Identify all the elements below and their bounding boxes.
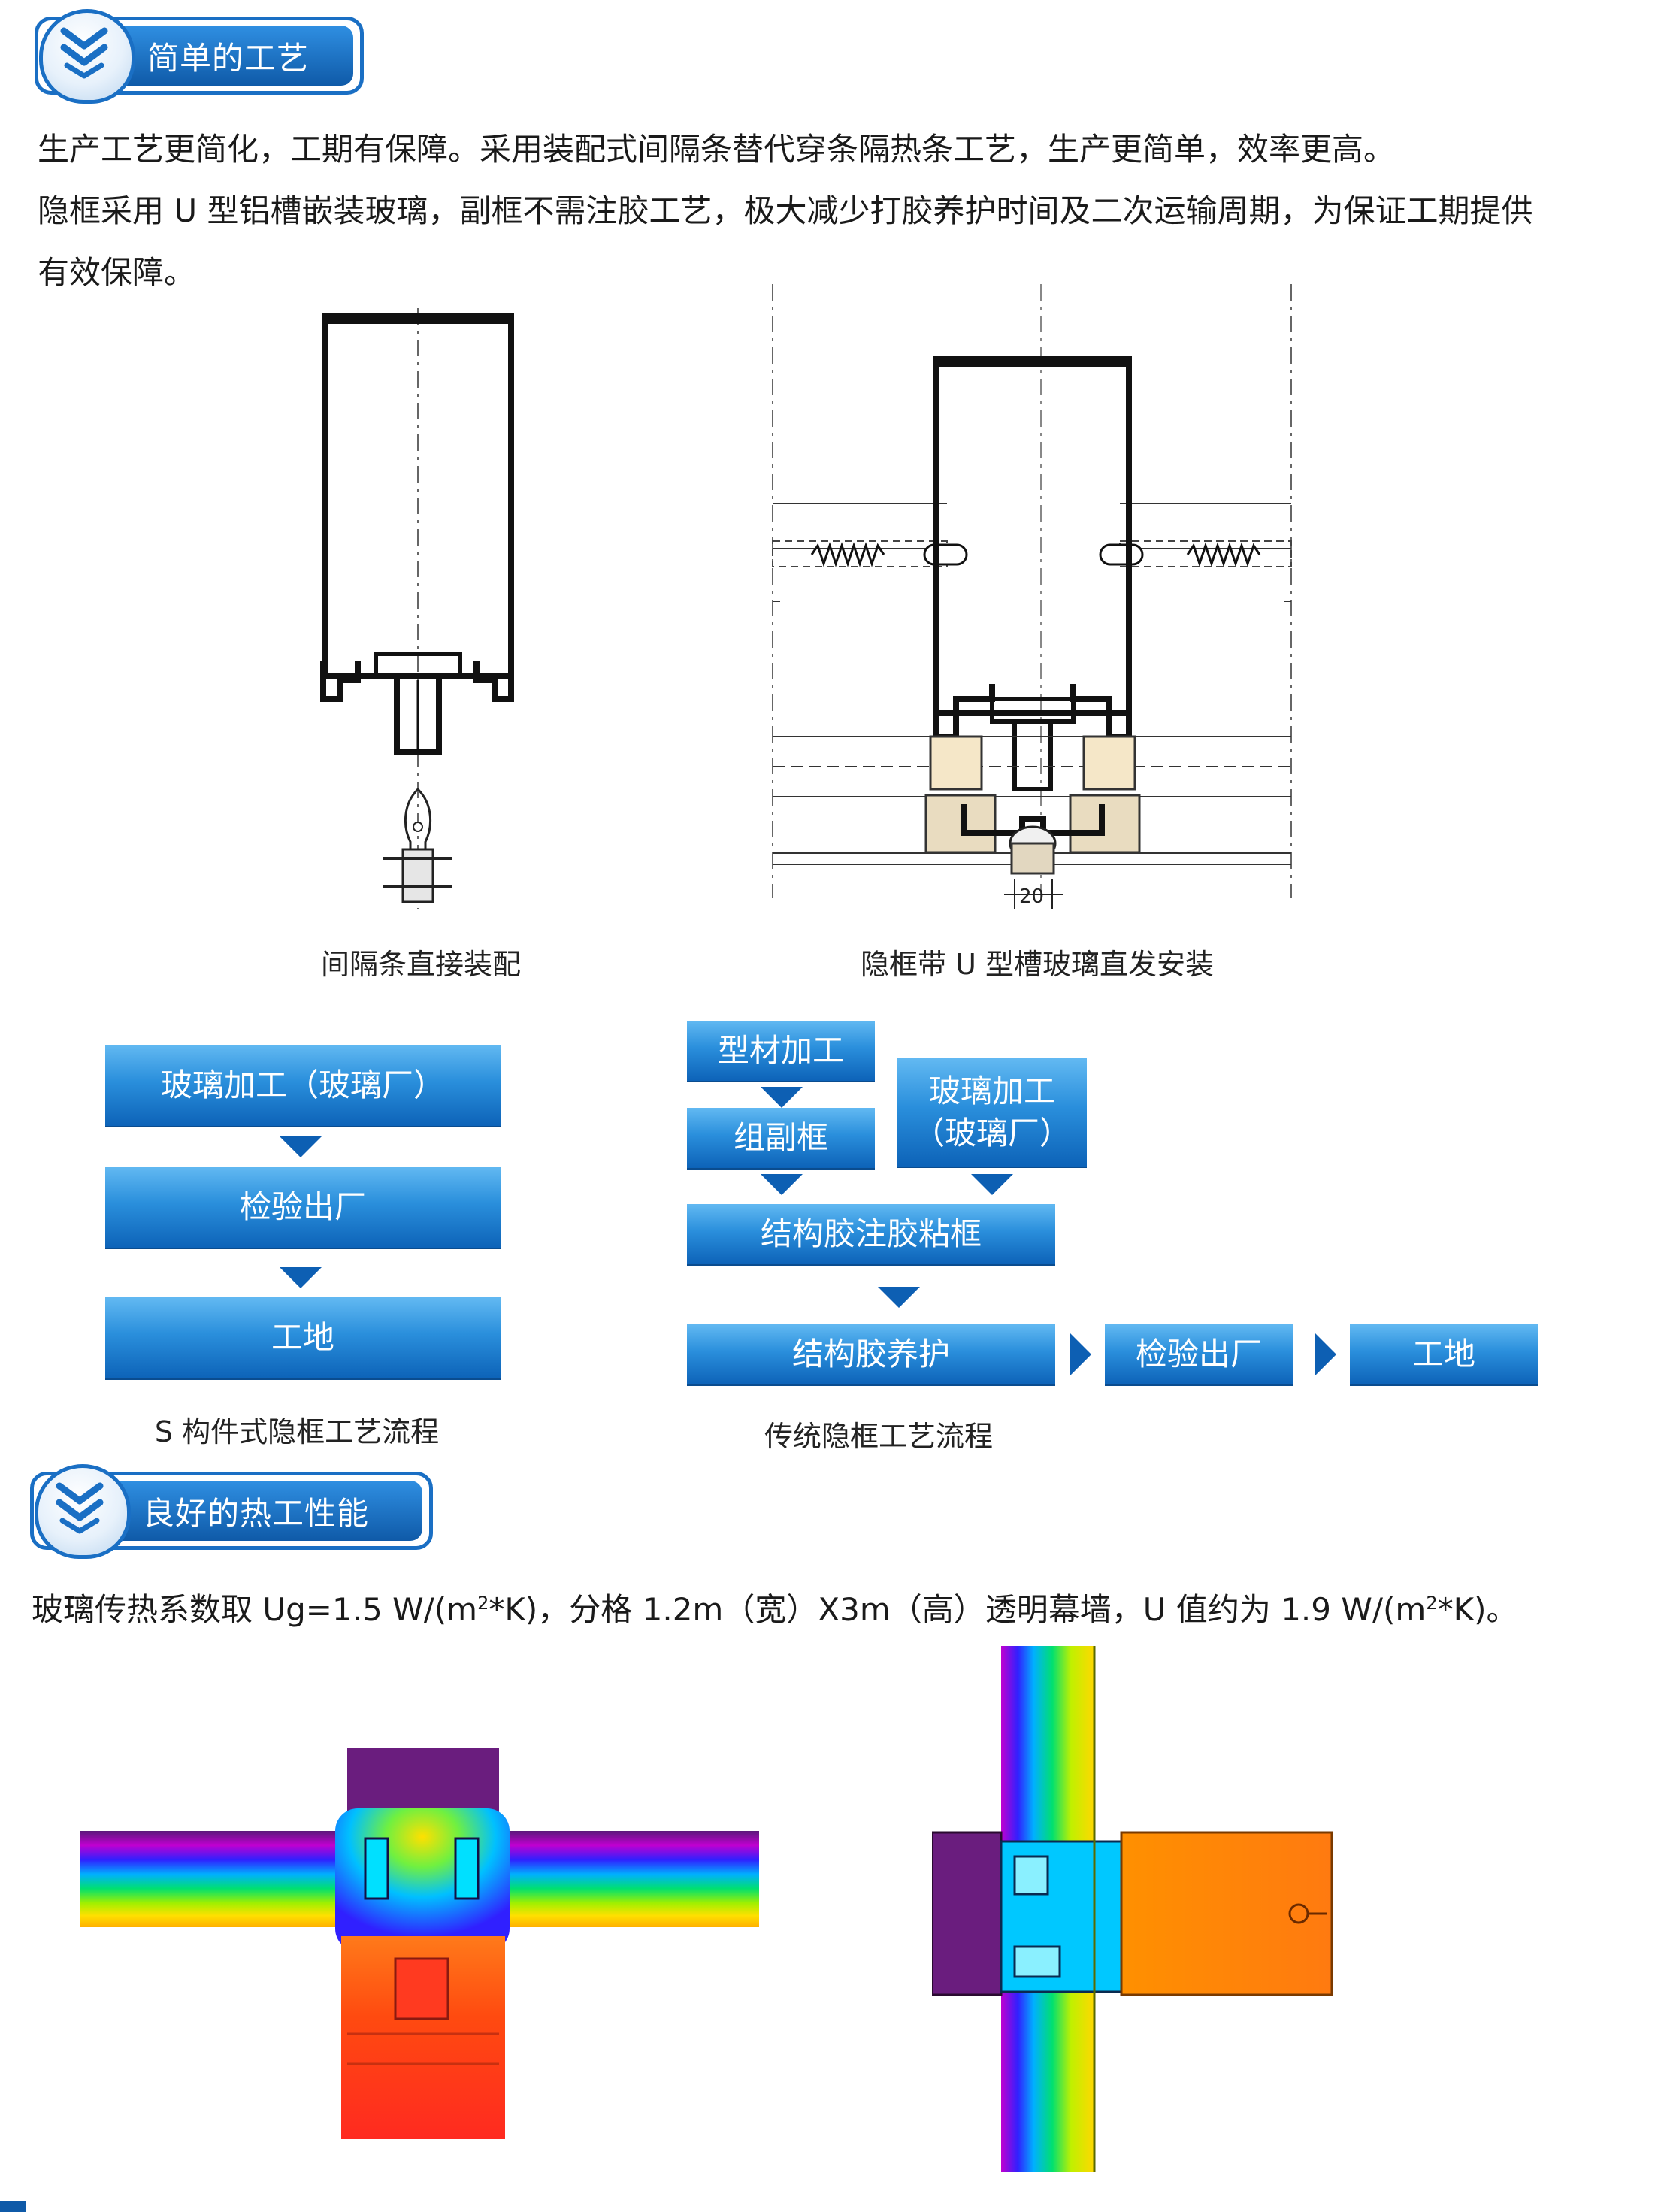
thermal-superscript: 2: [477, 1593, 489, 1614]
thermal-text: 玻璃传热系数取 Ug=1.5 W/(m: [32, 1591, 478, 1628]
section-title: 良好的热工性能: [143, 1494, 370, 1532]
flow-s-step-inspection: 检验出厂: [105, 1167, 501, 1248]
flow-arrow-down: [761, 1087, 803, 1108]
flow-trad-sub-frame: 组副框: [687, 1108, 875, 1168]
u-channel-glass-drawing: [772, 284, 1292, 909]
process-paragraph: 生产工艺更简化，工期有保障。采用装配式间隔条替代穿条隔热条工艺，生产更简单，效率…: [38, 119, 1646, 304]
thermal-superscript: 2: [1426, 1593, 1438, 1614]
flow-arrow-down: [280, 1136, 322, 1157]
flow-s-step-glass-processing: 玻璃加工（玻璃厂）: [105, 1045, 501, 1126]
dimension-label: 20: [1019, 885, 1045, 908]
flow-arrow-down: [971, 1174, 1013, 1195]
flow-trad-profile-processing: 型材加工: [687, 1021, 875, 1081]
section-header-process: 简单的工艺: [35, 9, 364, 104]
flow-trad-site: 工地: [1350, 1324, 1538, 1384]
flow-arrow-down: [878, 1287, 920, 1308]
paragraph-line: 有效保障。: [38, 254, 196, 291]
section-badge: [39, 9, 135, 104]
thermal-paragraph: 玻璃传热系数取 Ug=1.5 W/(m2*K)，分格 1.2m（宽）X3m（高）…: [32, 1572, 1647, 1641]
paragraph-line: 生产工艺更简化，工期有保障。采用装配式间隔条替代穿条隔热条工艺，生产更简单，效率…: [38, 131, 1396, 168]
flow-arrow-down: [761, 1174, 803, 1195]
thermal-text: *K)，分格 1.2m（宽）X3m（高）透明幕墙，U 值约为 1.9 W/(m: [489, 1591, 1427, 1628]
flow-arrow-right: [1315, 1333, 1336, 1375]
paragraph-line: 隐框采用 U 型铝槽嵌装玻璃，副框不需注胶工艺，极大减少打胶养护时间及二次运输周…: [38, 192, 1533, 229]
footer-mark: [0, 2201, 26, 2212]
flow-arrow-down: [280, 1267, 322, 1288]
flow-trad-caption: 传统隐框工艺流程: [764, 1420, 993, 1453]
section-badge: [35, 1464, 131, 1559]
section-header-thermal: 良好的热工性能: [30, 1464, 433, 1559]
chevron-down-double-icon: [56, 1482, 104, 1534]
flow-trad-curing: 结构胶养护: [687, 1324, 1055, 1384]
flow-s-caption: S 构件式隐框工艺流程: [154, 1415, 440, 1448]
figure-right-caption: 隐框带 U 型槽玻璃直发安装: [861, 948, 1214, 981]
flow-trad-glass-processing: 玻璃加工 （玻璃厂）: [897, 1058, 1087, 1167]
flow-arrow-right: [1070, 1333, 1091, 1375]
glass-processing-line: （玻璃厂）: [912, 1115, 1071, 1151]
chevron-down-double-icon: [60, 27, 108, 79]
glass-processing-line: 玻璃加工: [928, 1073, 1055, 1109]
spacer-assembly-drawing: [320, 308, 514, 909]
section-title: 简单的工艺: [147, 39, 310, 77]
thermal-text: *K)。: [1437, 1591, 1518, 1628]
flow-s-step-site: 工地: [105, 1297, 501, 1378]
figure-left-caption: 间隔条直接装配: [320, 948, 521, 981]
flow-trad-inspection: 检验出厂: [1105, 1324, 1293, 1384]
flow-trad-structural-glue: 结构胶注胶粘框: [687, 1204, 1055, 1264]
thermal-simulation-horizontal: [80, 1748, 759, 2139]
thermal-simulation-vertical: [932, 1646, 1333, 2172]
